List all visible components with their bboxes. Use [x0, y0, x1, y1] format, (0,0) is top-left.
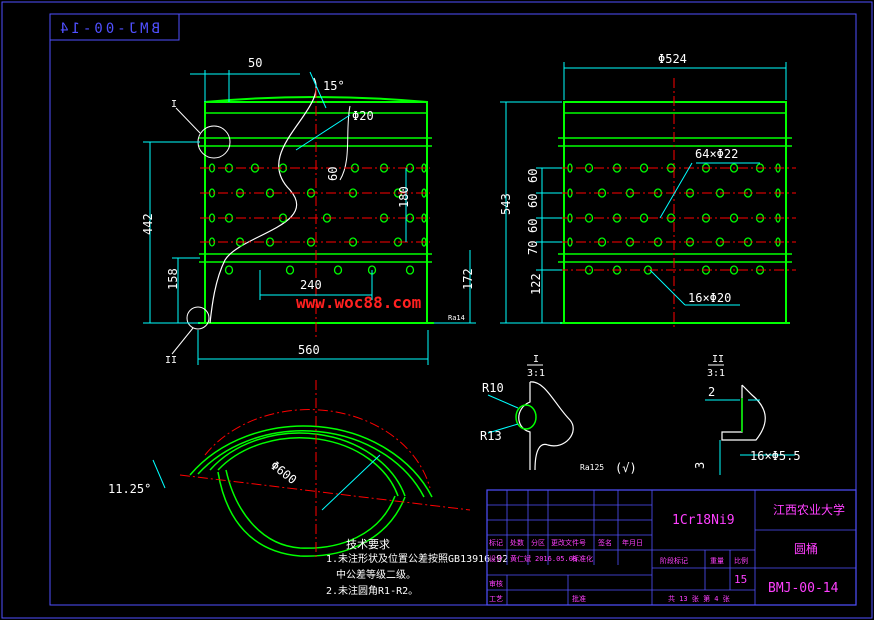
stage-label-1: 阶段标记 — [660, 556, 688, 565]
title-school: 江西农业大学 — [773, 502, 845, 517]
notes-line-3: 2.未注圆角R1-R2。 — [326, 584, 418, 597]
title-process: 工艺 — [489, 595, 503, 603]
detail-II-label: II — [712, 354, 724, 365]
design-row-2: 黄仁斌 — [510, 554, 531, 563]
front-dim-15deg: 15° — [323, 79, 345, 93]
detail-circle-II — [186, 306, 210, 330]
detail-I: I 3:1 R10 R13 Ra125 (√) — [480, 354, 637, 475]
side-dim-phi524: Φ524 — [658, 52, 687, 66]
side-dimensions — [500, 62, 787, 324]
mirrored-code-text: BMJ-00-14 — [60, 21, 160, 37]
plan-center-lines — [179, 380, 471, 560]
plan-arc-inner-2 — [217, 437, 399, 497]
detail-I-profile — [518, 381, 574, 471]
header-label-1: 标记 — [489, 538, 503, 547]
title-sheets: 共 13 张 第 4 张 — [668, 594, 730, 603]
side-pitch-1: 60 — [526, 169, 540, 183]
detail-circle-I — [197, 125, 231, 159]
detail-II-dim-2: 2 — [708, 385, 715, 399]
detail-I-bead — [515, 404, 537, 430]
side-holes-upper-label: 64×Φ22 — [695, 147, 738, 161]
front-holes — [208, 163, 427, 275]
design-row-1: 设计 — [489, 554, 503, 563]
detail-ref-II-text: II — [165, 355, 177, 366]
plan-inner-ring-2 — [217, 471, 406, 557]
side-pitch-2: 60 — [526, 194, 540, 208]
detail-II-holes: 16×Φ5.5 — [750, 449, 801, 463]
plan-view: 11.25° Φ600 — [108, 380, 471, 560]
detail-I-roughness: Ra125 — [580, 463, 604, 472]
front-view: I II 50 15° Φ20 442 158 180 240 172 — [141, 56, 476, 366]
plan-dim-angle: 11.25° — [108, 482, 151, 496]
detail-II-scale: 3:1 — [707, 368, 725, 379]
detail-leader-I — [175, 107, 201, 134]
plan-dimensions — [152, 454, 381, 511]
side-holes-lower-label: 16×Φ20 — [688, 291, 731, 305]
front-dim-240: 240 — [300, 278, 322, 292]
header-label-3: 分区 — [531, 538, 545, 547]
side-center-lines — [540, 78, 796, 330]
front-dimensions — [143, 70, 476, 365]
title-part-name: 圆桶 — [794, 541, 818, 556]
header-label-5: 签名 — [598, 538, 612, 547]
side-dim-543: 543 — [499, 193, 513, 215]
detail-I-symbol: (√) — [615, 461, 637, 475]
plan-arc-outer — [189, 425, 433, 498]
detail-leader-II — [171, 327, 194, 355]
detail-II: II 3:1 2 3 16×Φ5.5 — [693, 354, 801, 475]
detail-I-r10: R10 — [482, 381, 504, 395]
front-break-line — [209, 77, 317, 324]
detail-I-r13: R13 — [480, 429, 502, 443]
header-label-2: 处数 — [510, 538, 524, 547]
title-drawing-no: BMJ-00-14 — [768, 581, 839, 596]
header-label-4: 更改文件号 — [551, 538, 586, 547]
front-dim-50: 50 — [248, 56, 262, 70]
design-row-4: 标准化 — [572, 554, 593, 563]
front-dim-442: 442 — [141, 213, 155, 235]
design-row-3: 2016.05.08 — [535, 555, 577, 563]
side-body-outline — [563, 101, 787, 324]
watermark-text: www.woc88.com — [296, 293, 422, 312]
detail-II-profile — [721, 384, 766, 441]
front-dim-phi20: Φ20 — [352, 109, 374, 123]
front-roughness: Ra14 — [448, 314, 465, 322]
front-dim-172: 172 — [461, 268, 475, 290]
title-scale: 15 — [734, 573, 747, 586]
plan-dim-phi600: Φ600 — [268, 458, 299, 487]
detail-I-label: I — [533, 354, 539, 365]
side-pitch-6: 122 — [529, 273, 543, 295]
front-dim-158: 158 — [166, 268, 180, 290]
front-dim-180: 180 — [397, 186, 411, 208]
detail-II-dim-3: 3 — [693, 462, 707, 469]
front-break-curve-top — [339, 105, 351, 181]
plan-arc-inner — [209, 432, 406, 497]
notes-line-2: 中公差等级二级。 — [336, 568, 416, 581]
header-label-6: 年月日 — [622, 538, 643, 547]
title-approve: 批准 — [572, 594, 586, 603]
technical-notes: 技术要求 1.未注形状及位置公差按照GB13916-92 中公差等级二级。 2.… — [326, 538, 508, 597]
detail-I-scale: 3:1 — [527, 368, 545, 379]
front-center-lines — [200, 88, 430, 340]
detail-ref-I-text: I — [171, 99, 177, 110]
notes-title: 技术要求 — [346, 538, 390, 551]
title-block: 1Cr18Ni9 江西农业大学 圆桶 BMJ-00-14 标记 处数 分区 更改… — [486, 489, 857, 606]
title-material: 1Cr18Ni9 — [672, 513, 735, 528]
side-pitch-labels: 60 60 60 60 70 122 — [326, 167, 543, 295]
front-dim-560: 560 — [298, 343, 320, 357]
side-pitch-5: 70 — [526, 241, 540, 255]
side-pitch-4: 60 — [326, 167, 340, 181]
side-view: Φ524 543 64×Φ22 16×Φ20 60 60 60 60 70 12… — [326, 52, 796, 330]
plan-inner-ring — [225, 469, 396, 549]
title-review: 审核 — [489, 579, 503, 588]
notes-line-1: 1.未注形状及位置公差按照GB13916-92 — [326, 552, 508, 565]
mirrored-code-box: BMJ-00-14 — [49, 13, 180, 41]
side-pitch-3: 60 — [526, 219, 540, 233]
inner-frame — [49, 13, 857, 606]
plan-arc-outer-2 — [197, 430, 425, 498]
stage-label-3: 比例 — [734, 556, 748, 565]
stage-label-2: 重量 — [710, 557, 724, 565]
